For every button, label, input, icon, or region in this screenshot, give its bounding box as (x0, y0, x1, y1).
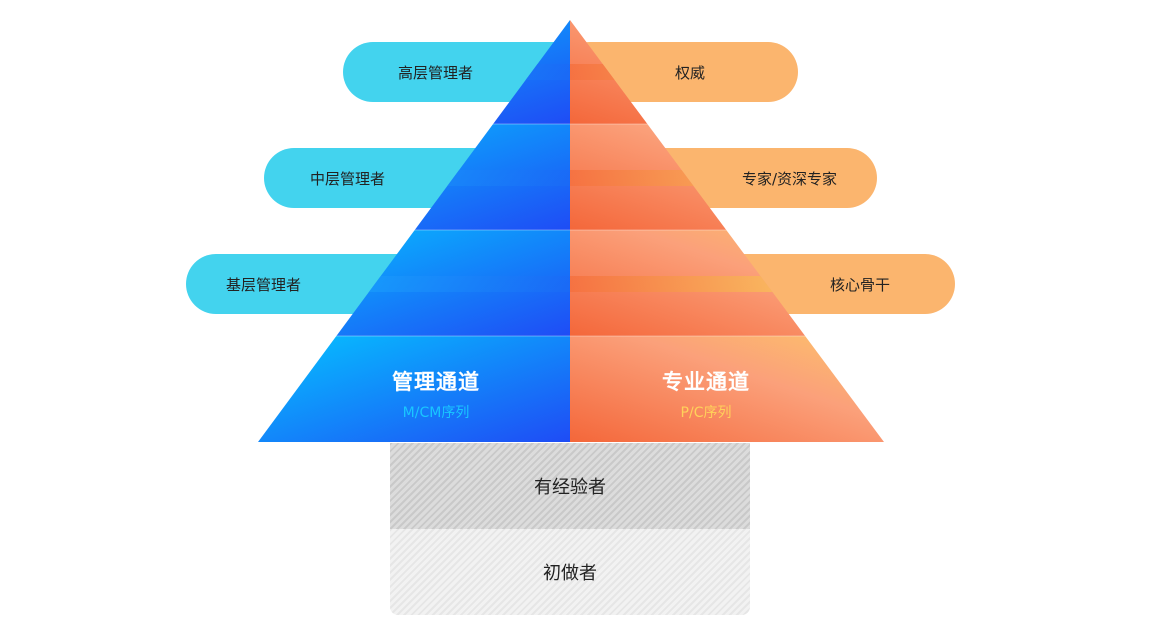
level-label: 中层管理者 (310, 169, 386, 188)
management-track-title: 管理通道 (392, 370, 480, 394)
professional-track: 专业通道 P/C序列 (606, 366, 806, 422)
professional-track-subtitle: P/C序列 (680, 405, 732, 421)
level-label: 权威 (675, 63, 706, 82)
foundation-experienced: 有经验者 (390, 443, 750, 529)
foundation-label: 初做者 (543, 563, 597, 584)
level-label: 高层管理者 (398, 63, 474, 82)
management-track-subtitle: M/CM序列 (402, 405, 470, 421)
foundation-beginner: 初做者 (390, 529, 750, 615)
level-label: 专家/资深专家 (742, 169, 838, 188)
management-track: 管理通道 M/CM序列 (336, 366, 536, 422)
level-label: 核心骨干 (830, 275, 891, 294)
level-label: 基层管理者 (226, 275, 302, 294)
professional-track-title: 专业通道 (662, 370, 750, 394)
foundation-label: 有经验者 (534, 477, 606, 498)
